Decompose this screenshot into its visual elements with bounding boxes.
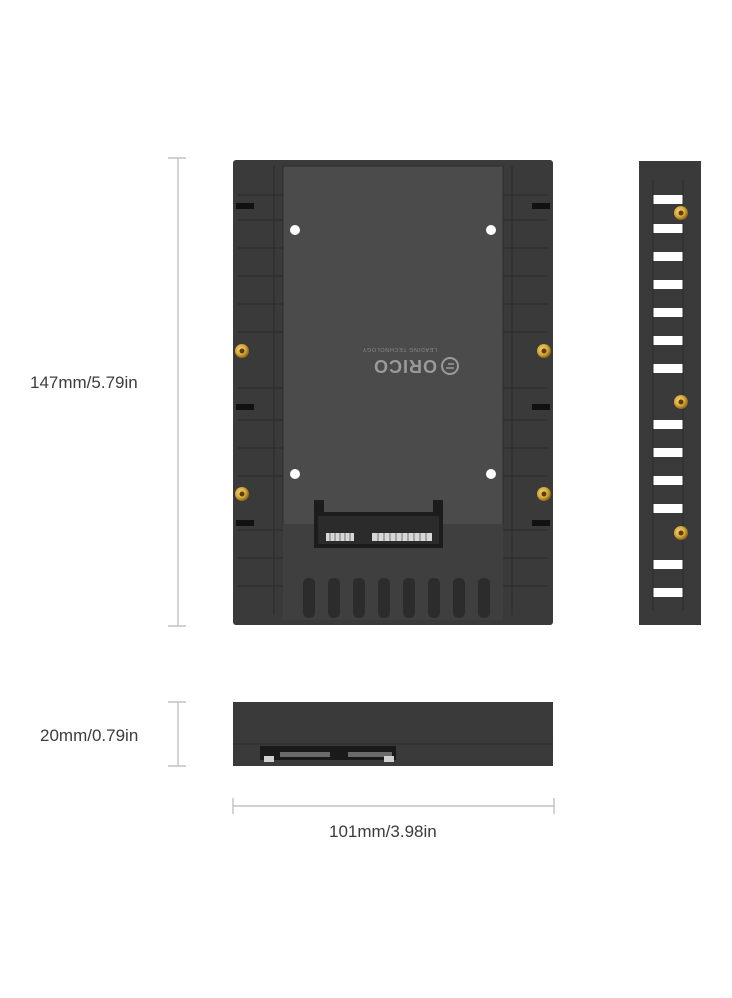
- bottom-fins: [303, 578, 490, 618]
- orico-logo-icon: [441, 357, 459, 375]
- front-view-bracket: [233, 702, 553, 766]
- height-dimension-line: [168, 157, 186, 627]
- side-view-bracket: [639, 161, 701, 625]
- sata-connector-icon: [314, 500, 443, 548]
- mounting-holes: [290, 225, 496, 479]
- height-dimension-label: 147mm/5.79in: [30, 373, 138, 392]
- orico-brand-text: ORICO: [373, 356, 437, 376]
- right-rail: [503, 166, 548, 615]
- top-view-bracket: ORICO LEADING TECHNOLOGY: [233, 160, 553, 625]
- orico-logo: ORICO LEADING TECHNOLOGY: [362, 346, 459, 376]
- orico-tagline-text: LEADING TECHNOLOGY: [362, 346, 437, 352]
- width-dimension-label: 101mm/3.98in: [329, 822, 437, 841]
- left-rail: [238, 166, 283, 615]
- side-screw-icons: [674, 206, 688, 540]
- gold-screw-icons: [235, 344, 551, 501]
- thickness-dimension-label: 20mm/0.79in: [40, 726, 139, 745]
- width-dimension-line: [232, 798, 555, 814]
- thickness-dimension-line: [168, 701, 186, 767]
